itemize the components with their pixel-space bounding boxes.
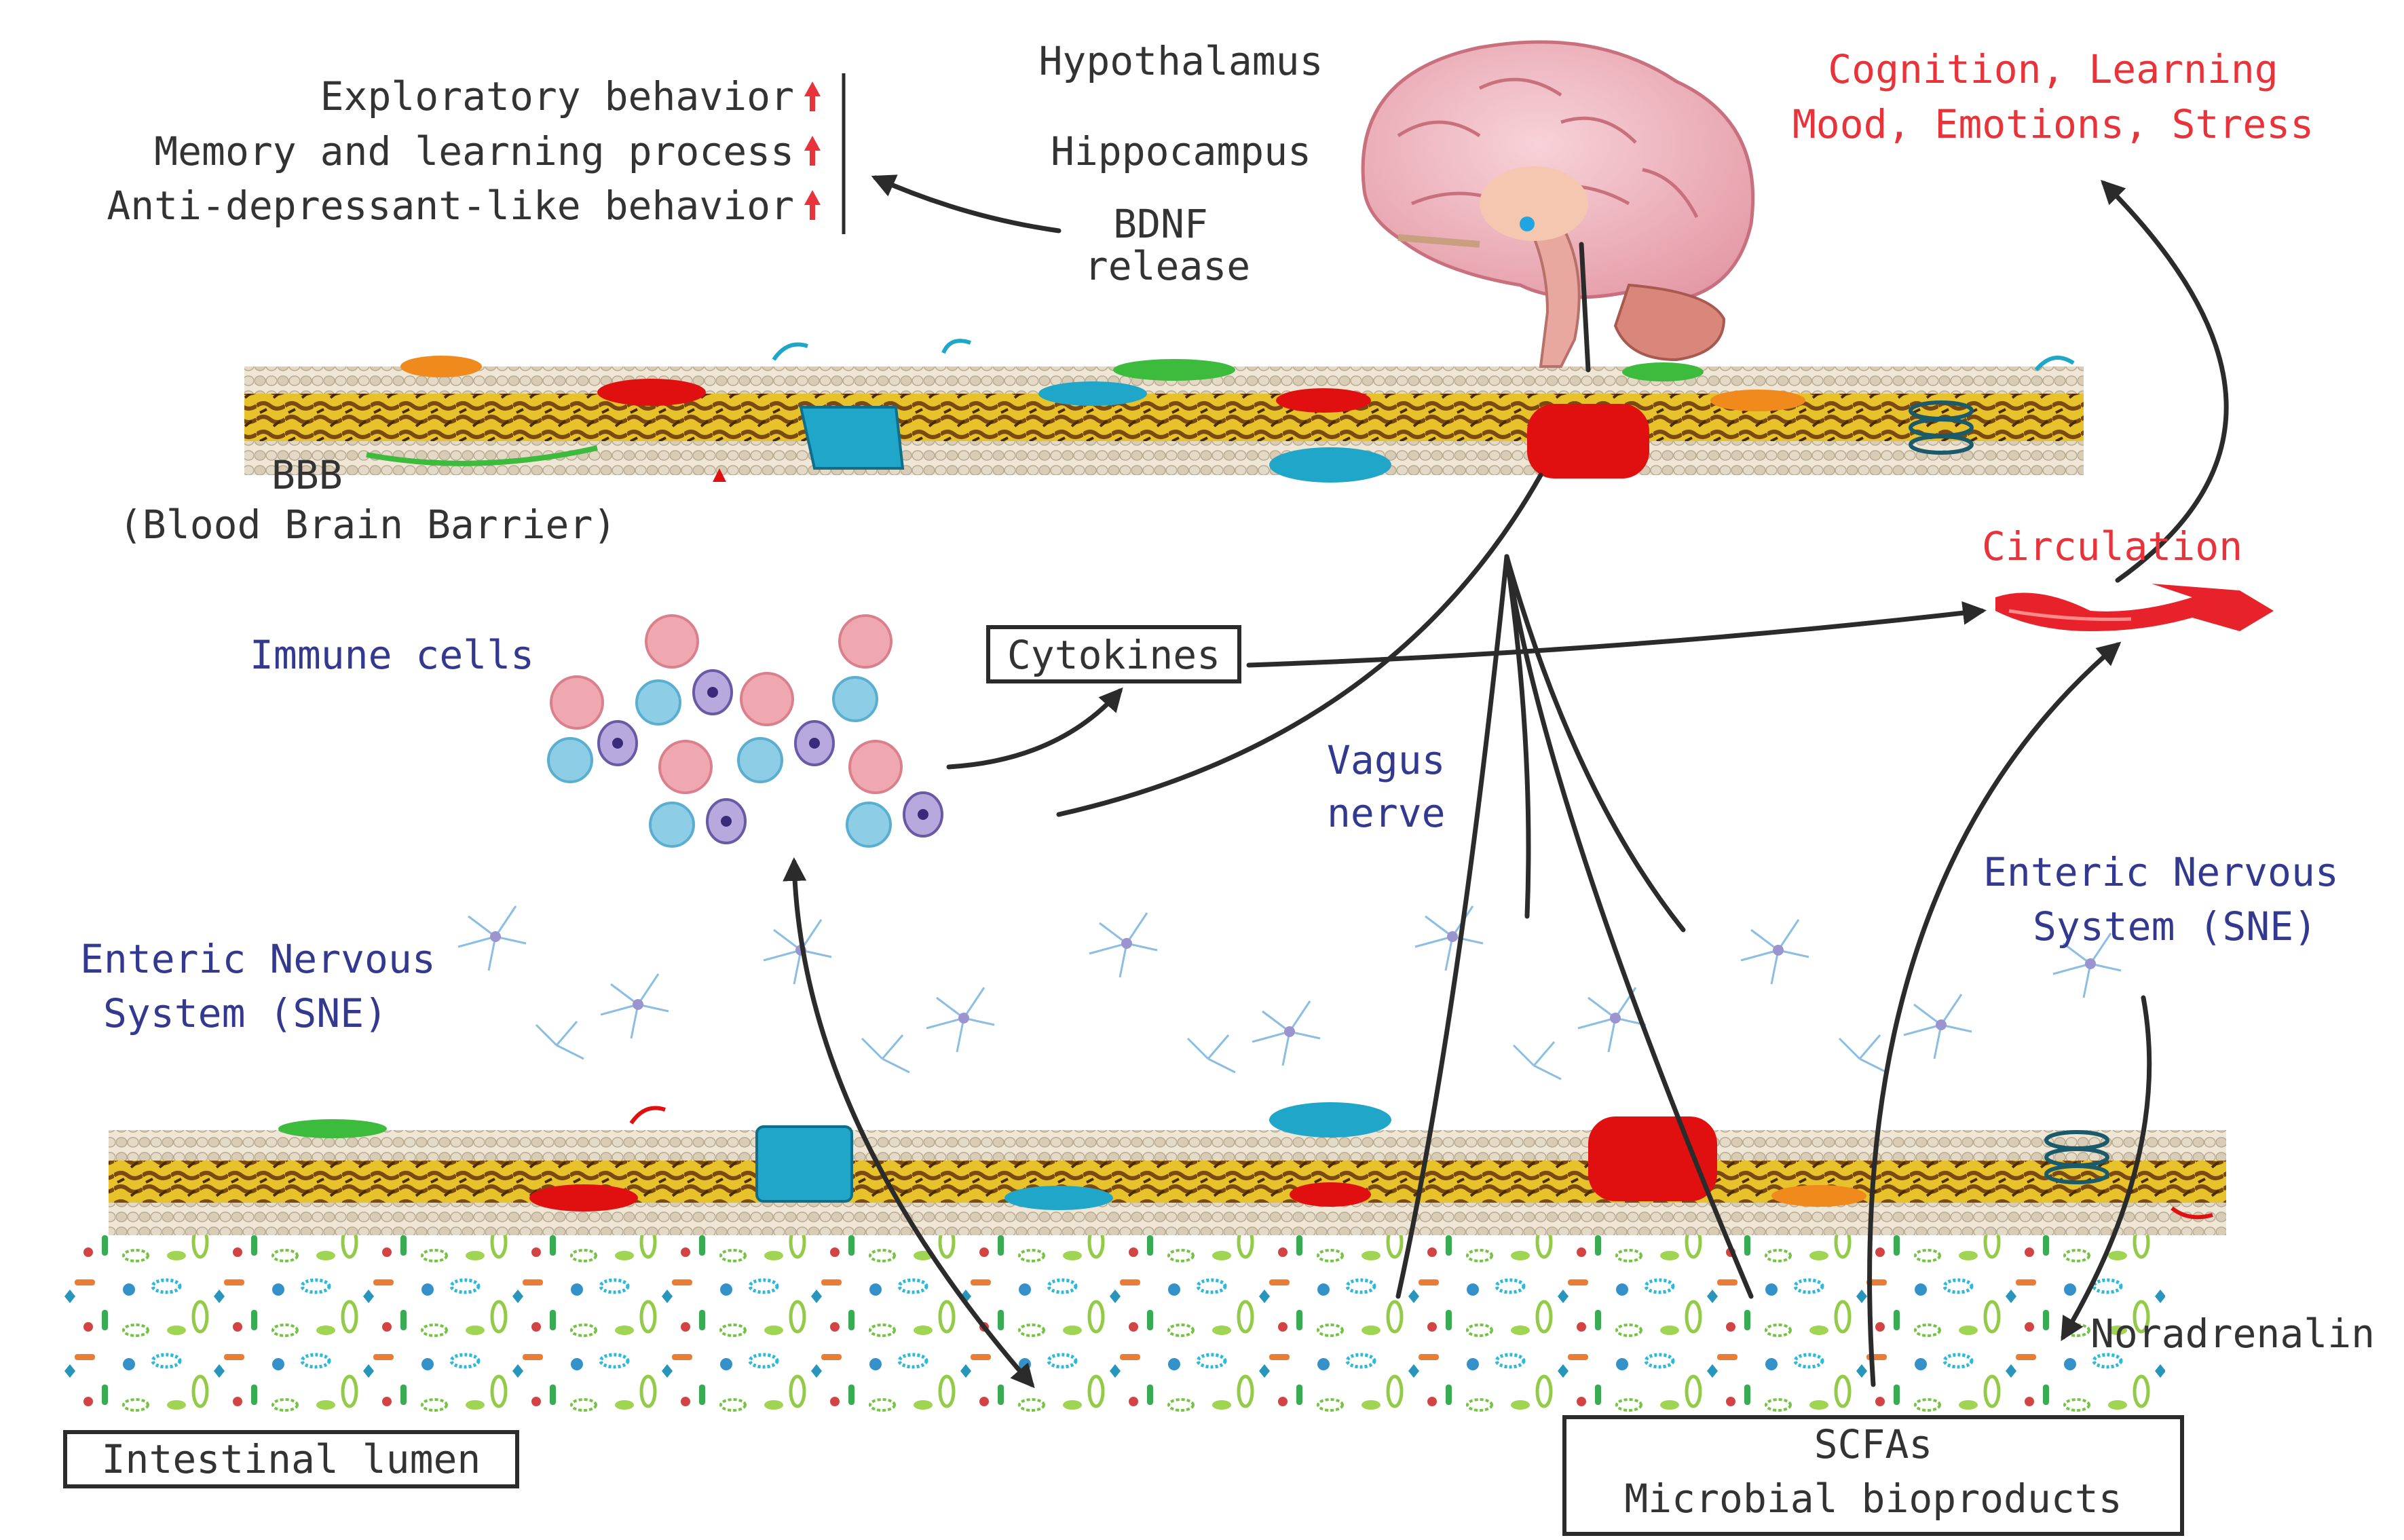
cytokines-box xyxy=(986,625,1241,683)
microbial-bioproducts-label: Microbial bioproducts xyxy=(1624,1476,2122,1522)
hypothalamus-label: Hypothalamus xyxy=(1038,38,1323,84)
ens-right-sne-label: System (SNE) xyxy=(2033,903,2317,950)
up-arrow-icon xyxy=(804,81,821,220)
cognition-label: Cognition, Learning xyxy=(1828,46,2278,92)
intestinal-membrane xyxy=(109,1102,2226,1235)
mood-label: Mood, Emotions, Stress xyxy=(1792,101,2314,147)
bdnf-label: BDNF xyxy=(1113,201,1208,247)
bbb-membrane xyxy=(244,339,2084,483)
scfas-box xyxy=(1562,1415,2184,1536)
intestinal-lumen-label: Intestinal lumen xyxy=(102,1436,481,1482)
behavior-memory: Memory and learning process xyxy=(154,128,794,174)
connection-arrows xyxy=(783,174,2229,1389)
ens-right-label: Enteric Nervous xyxy=(1983,849,2339,895)
blood-vessel-icon xyxy=(1995,584,2274,631)
scfas-label: SCFAs xyxy=(1814,1421,1933,1467)
brain-illustration xyxy=(1361,40,1755,368)
bbb-full-label: (Blood Brain Barrier) xyxy=(119,502,616,548)
immune-cells-label: Immune cells xyxy=(250,632,534,678)
circulation-label: Circulation xyxy=(1982,523,2242,569)
enteric-neuron-network xyxy=(457,905,2122,1081)
neuron-somas xyxy=(490,931,2096,1037)
bbb-label: BBB xyxy=(271,452,343,498)
bdnf-release-label: release xyxy=(1085,243,1250,289)
behavior-exploratory: Exploratory behavior xyxy=(320,73,794,119)
microbiota-field xyxy=(61,1235,2165,1422)
cytokines-label: Cytokines xyxy=(1007,632,1220,678)
vagus-nerve-label: nerve xyxy=(1327,790,1446,836)
behavior-antidepressant: Anti-depressant-like behavior xyxy=(107,183,794,229)
noradrenalin-label: Noradrenalin xyxy=(2090,1311,2375,1357)
intestinal-lumen-box xyxy=(63,1430,519,1488)
immune-cells-cluster xyxy=(547,614,943,848)
ens-left-label: Enteric Nervous xyxy=(80,936,436,982)
vagus-label: Vagus xyxy=(1327,737,1446,783)
hippocampus-label: Hippocampus xyxy=(1051,128,1311,174)
ens-left-sne-label: System (SNE) xyxy=(103,990,388,1036)
